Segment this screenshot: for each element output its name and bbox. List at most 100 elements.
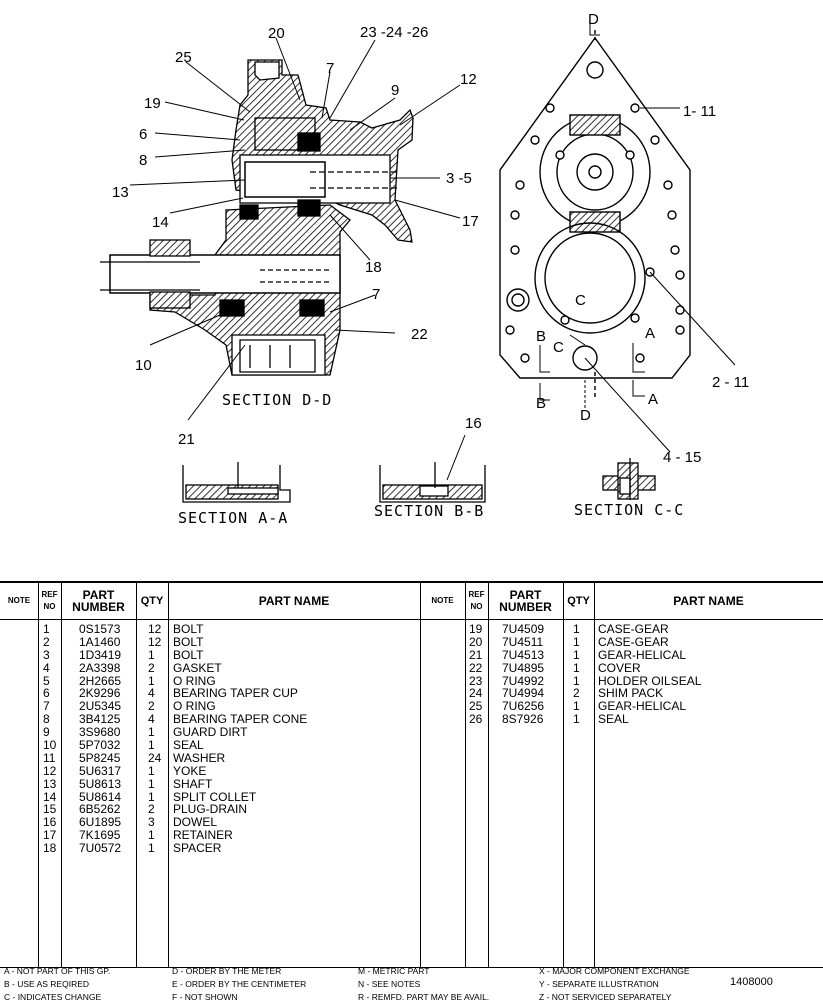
- cell-ref: 3: [43, 647, 50, 662]
- legend: A - NOT PART OF THIS GP.B - USE AS REQIR…: [0, 965, 823, 1002]
- cell-part: 7K1695: [79, 828, 121, 843]
- svg-text:2 - 11: 2 - 11: [712, 374, 749, 391]
- svg-text:20: 20: [268, 25, 285, 42]
- cell-ref: 13: [43, 776, 57, 791]
- cell-part: 2U5345: [79, 699, 122, 714]
- svg-text:18: 18: [365, 259, 382, 276]
- cell-ref: 17: [43, 828, 57, 843]
- cell-name: RETAINER: [173, 828, 233, 843]
- cell-qty: 1: [573, 673, 580, 688]
- document-number: 1408000: [730, 976, 773, 988]
- cell-name: SEAL: [173, 738, 204, 753]
- svg-text:A: A: [645, 325, 655, 342]
- cell-ref: 14: [43, 789, 57, 804]
- cell-qty: 4: [148, 686, 155, 701]
- cell-name: PLUG-DRAIN: [173, 802, 248, 817]
- cell-name: BOLT: [173, 647, 204, 662]
- cell-ref: 5: [43, 673, 50, 688]
- header-note-right: NOTE: [431, 596, 454, 605]
- cell-name: SPLIT COLLET: [173, 789, 257, 804]
- svg-text:13: 13: [112, 184, 129, 201]
- svg-text:17: 17: [462, 213, 479, 230]
- cell-part: 7U6256: [502, 699, 545, 714]
- case-front-view: [499, 30, 691, 400]
- cell-part: 5U6317: [79, 763, 122, 778]
- svg-text:3 -5: 3 -5: [446, 170, 472, 187]
- cell-part: 7U0572: [79, 841, 122, 856]
- cell-part: 7U4511: [502, 634, 544, 649]
- cell-part: 1D3419: [79, 647, 122, 662]
- svg-text:SECTION B-B: SECTION B-B: [374, 502, 484, 520]
- cell-qty: 1: [573, 712, 580, 727]
- svg-text:19: 19: [144, 95, 161, 112]
- cell-name: SHAFT: [173, 776, 213, 791]
- header-qty: QTY: [140, 595, 164, 607]
- cell-ref: 8: [43, 712, 50, 727]
- cell-qty: 1: [148, 738, 155, 753]
- cell-ref: 18: [43, 841, 57, 856]
- cell-part: 2A3398: [79, 660, 121, 675]
- cell-part: 7U4992: [502, 673, 545, 688]
- svg-text:1- 11: 1- 11: [683, 103, 716, 120]
- cell-qty: 3: [148, 815, 155, 830]
- cell-ref: 7: [43, 699, 50, 714]
- cell-name: CASE-GEAR: [598, 622, 669, 636]
- svg-text:SECTION C-C: SECTION C-C: [574, 501, 684, 519]
- cell-ref: 6: [43, 686, 50, 701]
- svg-text:6: 6: [139, 126, 147, 143]
- svg-text:23 -24 -26: 23 -24 -26: [360, 24, 428, 41]
- cell-qty: 1: [148, 776, 155, 791]
- cell-name: SEAL: [598, 712, 629, 727]
- section-markers: D D B B A A C C: [536, 11, 658, 424]
- svg-text:25: 25: [175, 49, 192, 66]
- cell-name: BEARING TAPER CUP: [173, 686, 298, 701]
- svg-text:8: 8: [139, 152, 147, 169]
- cell-ref: 24: [469, 686, 483, 701]
- header-part-name-right: PART NAME: [673, 594, 744, 608]
- cell-name: WASHER: [173, 750, 226, 765]
- cell-name: CASE-GEAR: [598, 634, 669, 649]
- parts-illustration: 20 23 -24 -26 25 7 9 12 19 6 8 13 3 -5 1…: [100, 11, 749, 527]
- cell-part: 2K9296: [79, 686, 121, 701]
- svg-text:B: B: [536, 395, 546, 412]
- cell-qty: 12: [148, 634, 162, 649]
- cell-part: 8S7926: [502, 712, 544, 727]
- cell-ref: 16: [43, 815, 57, 830]
- cell-part: 7U4509: [502, 622, 545, 636]
- section-titles: SECTION D-D SECTION A-A SECTION B-B SECT…: [178, 391, 684, 527]
- cell-qty: 1: [148, 763, 155, 778]
- cell-qty: 1: [573, 647, 580, 662]
- svg-text:SECTION D-D: SECTION D-D: [222, 391, 332, 409]
- cell-name: HOLDER OILSEAL: [598, 673, 702, 688]
- svg-text:12: 12: [460, 71, 477, 88]
- cell-qty: 1: [573, 622, 580, 636]
- svg-text:4 - 15: 4 - 15: [663, 449, 701, 466]
- cell-ref: 20: [469, 634, 483, 649]
- cell-qty: 12: [148, 622, 162, 636]
- cell-qty: 24: [148, 750, 162, 765]
- table-row: 6 2K9296 4 BEARING TAPER CUP: [0, 687, 420, 700]
- cell-part: 5P8245: [79, 750, 121, 765]
- cell-part: 1A1460: [79, 634, 121, 649]
